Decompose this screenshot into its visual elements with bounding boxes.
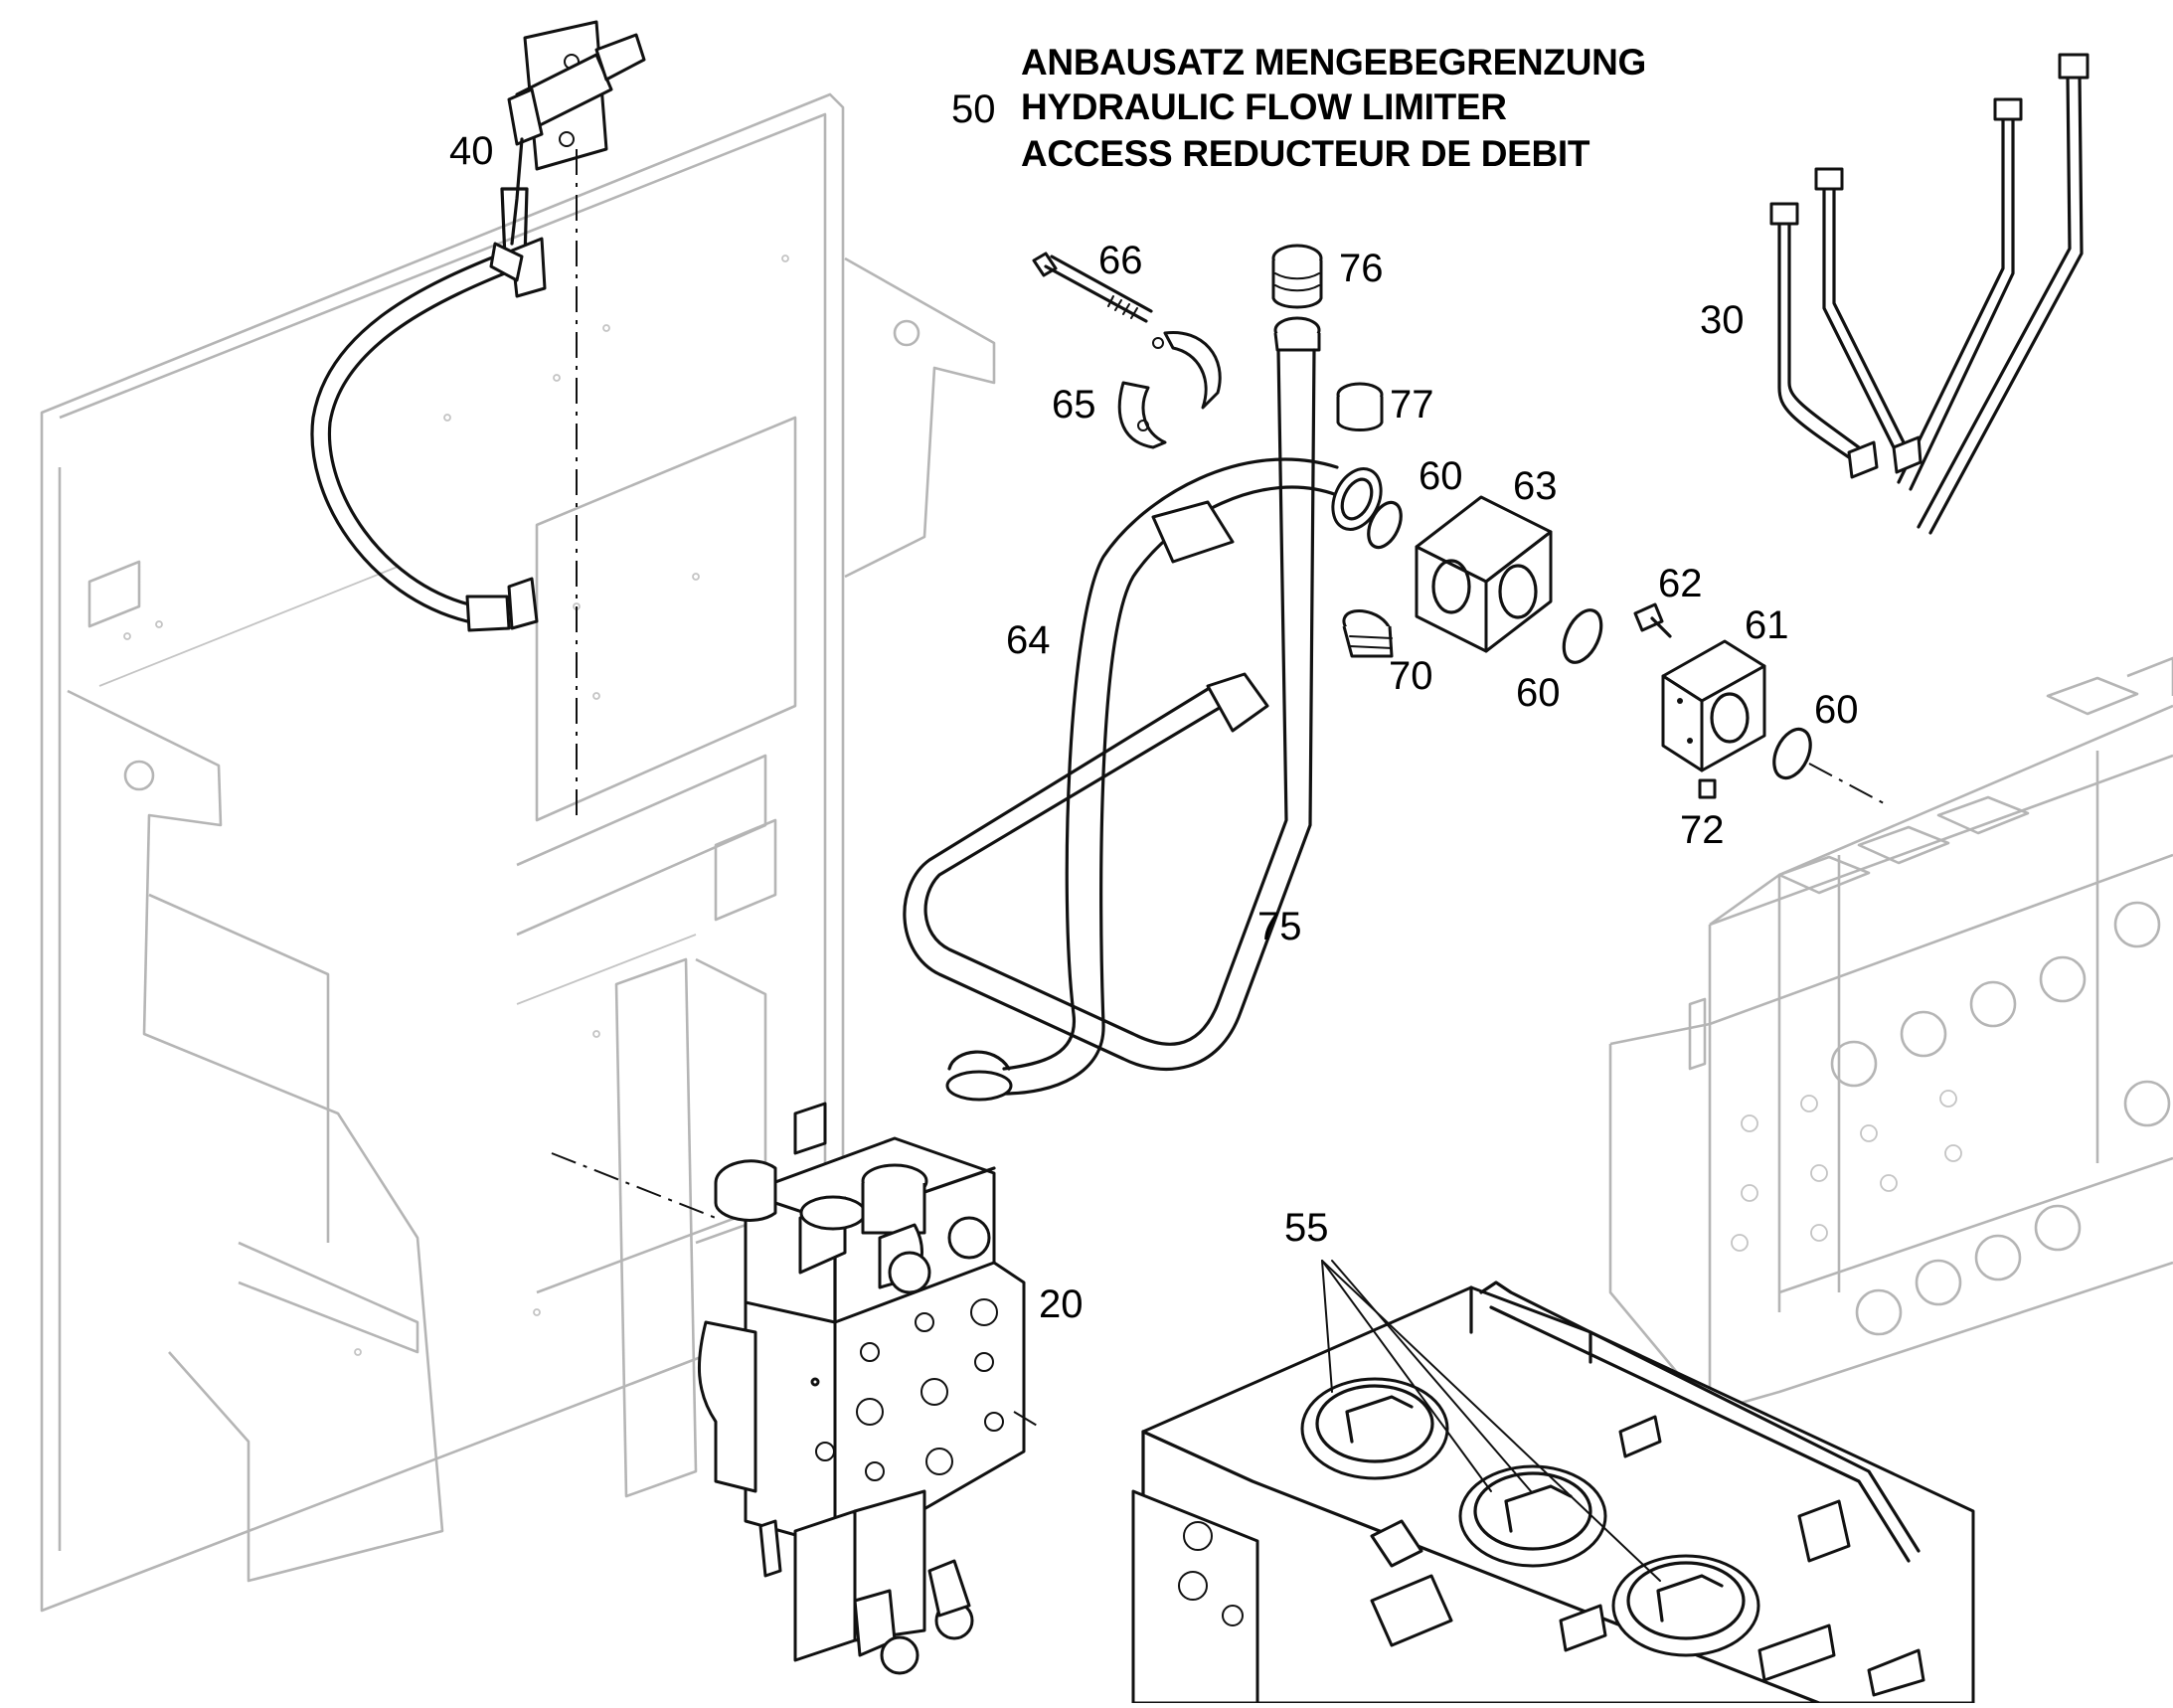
item-60-o-ring-middle: [1562, 608, 1603, 664]
item-60-o-ring-lower: [1772, 727, 1812, 780]
callout-63: 63: [1513, 464, 1558, 508]
item-61-flange: [1661, 639, 1766, 772]
item-62-screw: [1633, 602, 1672, 638]
callout-70: 70: [1389, 654, 1433, 698]
item-70-fitting: [1342, 608, 1394, 658]
valve-caps: [1777, 656, 2173, 895]
leader-20-right: [1013, 1411, 1040, 1428]
callout-30: 30: [1700, 298, 1745, 342]
callout-20: 20: [1039, 1282, 1084, 1326]
callout-62: 62: [1658, 562, 1703, 605]
item-76-fitting: [1271, 244, 1323, 309]
item-60-o-ring-upper: [1367, 500, 1403, 550]
tank-cover-3: [1611, 1554, 1760, 1657]
title-fr: ACCESS REDUCTEUR DE DEBIT: [1021, 133, 1590, 174]
item-77-plug: [1336, 382, 1384, 431]
callout-60-upper: 60: [1419, 454, 1463, 498]
item-63-adapter-block: [1415, 495, 1553, 653]
callout-55: 55: [1284, 1206, 1329, 1250]
item-72-plug: [1698, 778, 1717, 799]
valve-ports: [1731, 1090, 1962, 1252]
callout-61: 61: [1745, 603, 1789, 647]
callout-60-middle: 60: [1516, 671, 1561, 715]
callout-64: 64: [1006, 618, 1051, 662]
item-64-hose: [945, 457, 1339, 1102]
item-55-tank: [1131, 1281, 1975, 1705]
callout-72: 72: [1680, 808, 1725, 852]
title-en: HYDRAULIC FLOW LIMITER: [1021, 86, 1507, 127]
item-40-pressure-switch-hose: [310, 20, 646, 632]
title-item-number: 50: [951, 87, 996, 131]
control-valve-bank: [1608, 656, 2173, 1414]
tank-cover-1: [1300, 1377, 1449, 1480]
item-20-valve-block: [698, 1102, 1026, 1675]
callout-77: 77: [1390, 383, 1434, 427]
leader-55: [1321, 1260, 1661, 1582]
frame-holes: [123, 255, 789, 1356]
callout-60-lower: 60: [1814, 688, 1859, 732]
callout-66: 66: [1098, 239, 1143, 282]
callout-75: 75: [1257, 905, 1302, 948]
callout-40: 40: [449, 129, 494, 173]
item-75-pipe: [903, 316, 1321, 1072]
leader-20-left: [551, 1152, 717, 1219]
item-65-split-flange: [1117, 330, 1222, 449]
callout-65: 65: [1052, 383, 1096, 427]
leader-60-lower: [1808, 763, 1885, 804]
valve-solenoids: [1830, 901, 2171, 1336]
item-30-tube-set: [1769, 53, 2089, 535]
callout-76: 76: [1339, 247, 1384, 290]
title-de: ANBAUSATZ MENGEBEGRENZUNG: [1021, 42, 1647, 83]
valve-ports-20: [815, 1298, 1004, 1481]
tank-cover-2: [1458, 1464, 1607, 1568]
item-66-bolt: [1032, 252, 1153, 323]
frame-plate: [40, 92, 996, 1613]
o-ring-hose-end: [1331, 467, 1383, 531]
